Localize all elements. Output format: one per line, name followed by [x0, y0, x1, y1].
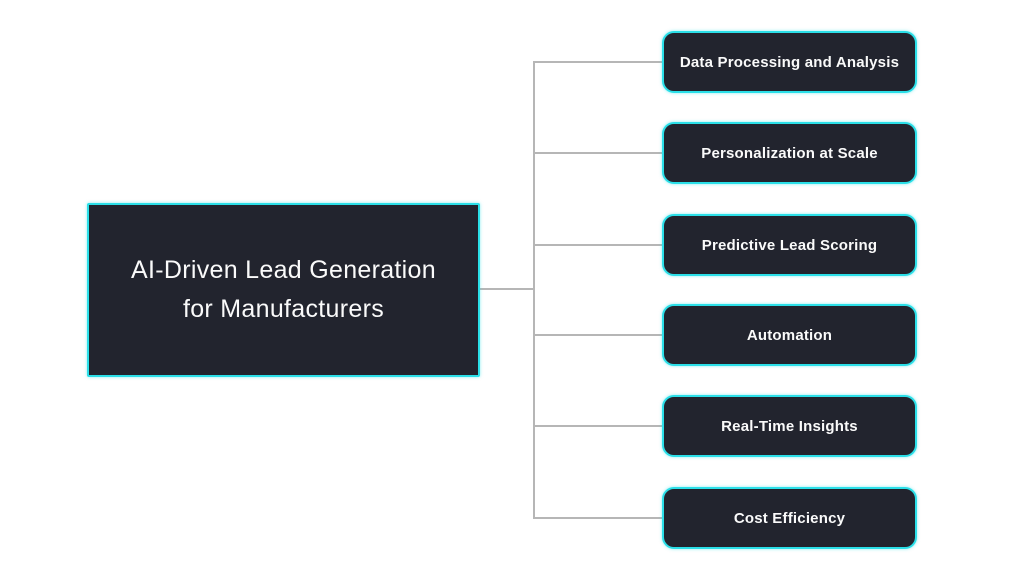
connector-branch-data-processing: [533, 61, 662, 63]
connector-trunk: [533, 61, 535, 519]
branch-node-cost-efficiency[interactable]: Cost Efficiency: [662, 487, 917, 549]
connector-branch-automation: [533, 334, 662, 336]
connector-branch-cost-efficiency: [533, 517, 662, 519]
connector-root-to-trunk: [480, 288, 534, 290]
branch-node-real-time-insights[interactable]: Real-Time Insights: [662, 395, 917, 457]
connector-branch-predictive-scoring: [533, 244, 662, 246]
branch-node-predictive-lead-scoring[interactable]: Predictive Lead Scoring: [662, 214, 917, 276]
connector-branch-real-time-insights: [533, 425, 662, 427]
branch-node-automation[interactable]: Automation: [662, 304, 917, 366]
branch-node-data-processing-and-analysis[interactable]: Data Processing and Analysis: [662, 31, 917, 93]
root-node-ai-driven-lead-generation[interactable]: AI-Driven Lead Generation for Manufactur…: [87, 203, 480, 377]
branch-node-personalization-at-scale[interactable]: Personalization at Scale: [662, 122, 917, 184]
connector-branch-personalization: [533, 152, 662, 154]
